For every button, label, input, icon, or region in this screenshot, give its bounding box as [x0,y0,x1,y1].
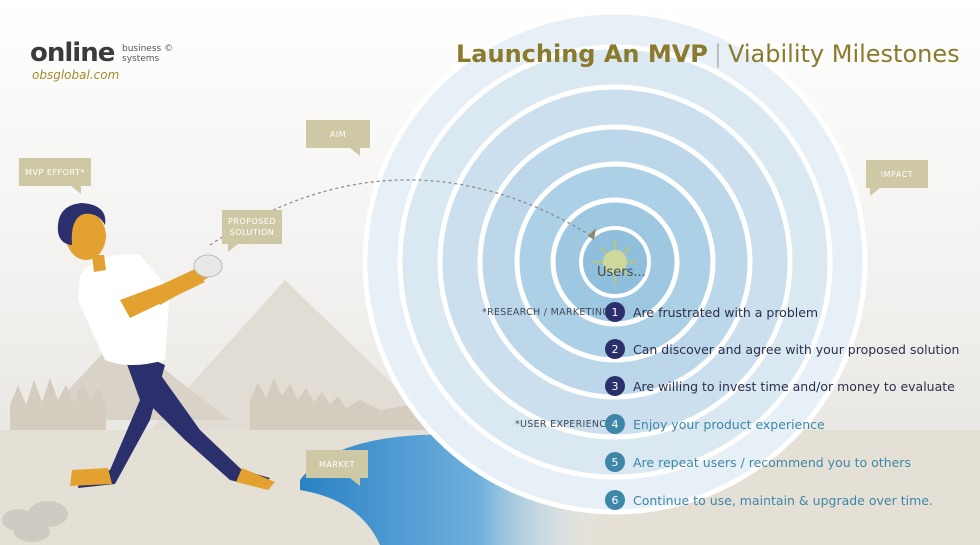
page-title: Launching An MVP|Viability Milestones [456,40,960,68]
aim-tag: AIM [306,120,370,156]
trajectory-arrowhead [588,228,596,240]
milestone-4: 4 Enjoy your product experience [605,414,825,434]
research-marketing-note: *RESEARCH / MARKETING [482,307,610,318]
logo-tagline-line-1: business © [122,44,174,54]
proposed-solution-tag: PROPOSED SOLUTION [222,210,282,252]
mvp-effort-tag: MVP EFFORT* [19,158,91,194]
milestone-number-badge: 4 [605,414,625,434]
logo-tagline-line-2: systems [122,54,160,64]
milestone-text: Enjoy your product experience [633,416,825,432]
milestone-number-badge: 6 [605,490,625,510]
title-separator: | [713,40,722,68]
logo-wordmark: online [30,38,115,68]
title-primary: Launching An MVP [456,40,708,68]
milestone-2: 2 Can discover and agree with your propo… [605,339,959,359]
milestone-text: Are frustrated with a problem [633,304,819,320]
milestone-number-badge: 5 [605,452,625,472]
throwing-figure [57,203,275,490]
milestone-number-badge: 2 [605,339,625,359]
target-rings [362,9,868,515]
milestone-text: Are repeat users / recommend you to othe… [633,454,911,470]
bullseye-label: Users... [597,265,646,280]
milestone-number-badge: 1 [605,302,625,322]
milestone-text: Can discover and agree with your propose… [633,341,960,357]
milestone-1: 1 Are frustrated with a problem [605,302,818,322]
milestone-number-badge: 3 [605,376,625,396]
proposed-solution-line-1: PROPOSED [227,217,277,226]
title-secondary: Viability Milestones [727,40,960,68]
user-experience-note: *USER EXPERIENCE [515,419,613,430]
milestone-3: 3 Are willing to invest time and/or mone… [605,376,955,396]
company-logo[interactable]: online business © systems obsglobal.com [30,38,173,82]
milestone-5: 5 Are repeat users / recommend you to ot… [605,452,911,472]
impact-tag: IMPACT [866,160,928,196]
milestone-text: Are willing to invest time and/or money … [633,378,955,394]
logo-tagline: business © systems [122,44,182,64]
logo-url: obsglobal.com [32,68,120,82]
milestone-text: Continue to use, maintain & upgrade over… [633,492,933,508]
rocks [2,501,68,542]
milestone-6: 6 Continue to use, maintain & upgrade ov… [605,490,933,510]
proposed-solution-line-2: SOLUTION [229,228,275,237]
market-tag: MARKET [306,450,368,486]
